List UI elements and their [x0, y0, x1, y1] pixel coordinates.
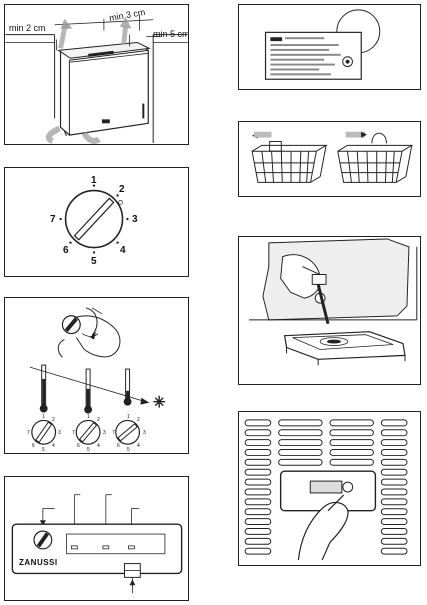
small-dial-c-5: 5: [127, 447, 130, 453]
dial-medium: [75, 419, 101, 445]
dial-cold: [115, 419, 141, 445]
dial-number-6: 6: [63, 245, 69, 256]
small-dial-c-2: 2: [137, 417, 140, 423]
snowflake-icon: [153, 395, 166, 408]
interior-panel: [238, 411, 421, 566]
control-panel-drawing: [11, 494, 183, 594]
dial-number-1: 1: [91, 175, 97, 186]
small-dial-b-3: 3: [103, 430, 106, 436]
dial-number-3: 3: [132, 214, 138, 225]
clearance-illustration-panel: min 3 cm min 2 cm min 5 cm: [4, 4, 189, 145]
small-dial-a-3: 3: [58, 430, 61, 436]
small-dial-b-1: 1: [87, 414, 90, 420]
small-dial-c-4: 4: [137, 443, 140, 449]
dial-number-2: 2: [119, 184, 125, 195]
rating-plate-drawing: [264, 9, 381, 80]
small-dial-b-6: 6: [77, 443, 80, 449]
small-dial-b-4: 4: [97, 443, 100, 449]
small-dial-a-5: 5: [42, 447, 45, 453]
clearance-left-label: min 2 cm: [9, 23, 46, 33]
thermostat-dial-panel: 1 2 3 4 5 6 7: [4, 167, 189, 277]
drain-drawing: [249, 238, 418, 366]
small-dial-a-6: 6: [32, 443, 35, 449]
dial-number-7: 7: [50, 214, 56, 225]
thermostat-dial-drawing: [59, 184, 129, 254]
control-panel-illustration: ZANUSSI: [4, 476, 189, 601]
small-dial-b-2: 2: [97, 417, 100, 423]
rating-plate-panel: [238, 4, 421, 90]
small-dial-a-2: 2: [52, 417, 55, 423]
small-dial-b-5: 5: [87, 447, 90, 453]
drain-panel: [238, 236, 421, 385]
small-dial-c-3: 3: [143, 430, 146, 436]
dial-warm: [31, 419, 57, 445]
chest-freezer-drawing: [5, 14, 188, 144]
knob-and-thermometers-drawing: [29, 307, 166, 445]
small-dial-a-1: 1: [42, 414, 45, 420]
baskets-drawing: [251, 131, 414, 183]
dial-number-4: 4: [120, 245, 126, 256]
small-dial-c-6: 6: [117, 443, 120, 449]
setting-dials-panel: 1 2 3 4 5 6 7 1 2 3 4 5 6 7 1 2 3 4 5 6 …: [4, 297, 189, 454]
baskets-panel: [238, 121, 421, 197]
small-dial-b-7: 7: [72, 430, 75, 436]
brand-logo-text: ZANUSSI: [19, 558, 58, 567]
interior-drawing: [244, 419, 408, 561]
small-dial-c-7: 7: [112, 430, 115, 436]
small-dial-a-4: 4: [52, 443, 55, 449]
small-dial-c-1: 1: [127, 414, 130, 420]
small-dial-a-7: 7: [27, 430, 30, 436]
clearance-right-label: min 5 cm: [153, 29, 189, 39]
dial-number-5: 5: [91, 256, 97, 267]
